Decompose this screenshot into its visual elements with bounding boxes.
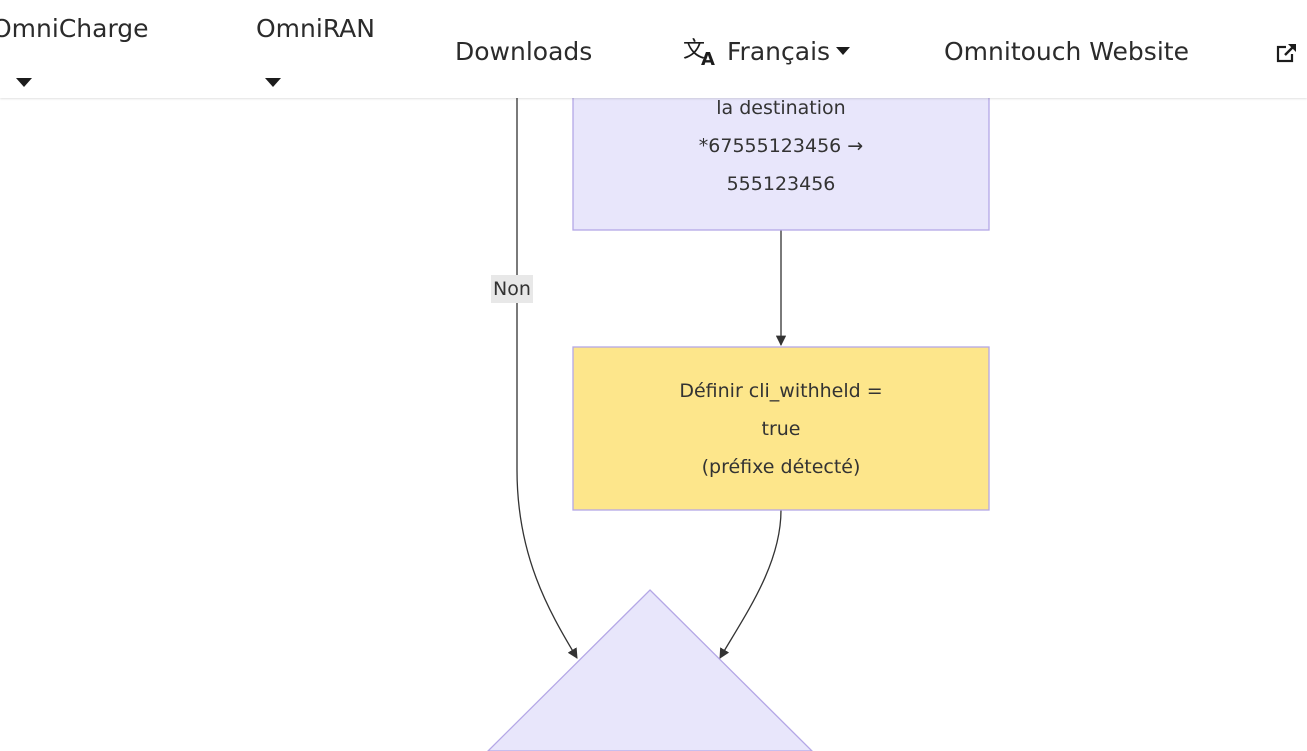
omnitouch-website-link[interactable]: Omnitouch Website	[938, 30, 1307, 80]
edge-no-branch	[516, 98, 578, 659]
edge-label-no: Non	[491, 275, 533, 303]
language-dropdown[interactable]: 文 A Français	[676, 30, 906, 80]
nav-item-omniran-label: OmniRAN	[256, 14, 375, 43]
nav-item-omnicharge[interactable]: OmniCharge	[0, 0, 225, 98]
language-dropdown-label: Français	[727, 37, 851, 67]
top-navbar: OmniCharge OmniRAN Downloads 文 A Françai…	[0, 0, 1307, 98]
nav-item-downloads[interactable]: Downloads	[450, 30, 640, 80]
translate-icon: 文 A	[682, 34, 722, 70]
chevron-down-icon	[16, 78, 32, 87]
external-link-icon	[1276, 42, 1298, 64]
nav-item-omnicharge-label: OmniCharge	[0, 14, 149, 43]
omnitouch-website-link-label: Omnitouch Website	[944, 37, 1189, 66]
edge-set-to-decision	[719, 509, 782, 659]
nav-item-downloads-label: Downloads	[455, 37, 593, 66]
set-cli-withheld-node	[572, 346, 990, 511]
decision-node	[487, 589, 813, 751]
nav-item-omniran[interactable]: OmniRAN	[250, 0, 420, 98]
chevron-down-icon	[265, 78, 281, 87]
svg-text:文: 文	[683, 38, 705, 63]
svg-text:A: A	[701, 49, 715, 68]
set-cli-withheld-node-text: Définir cli_withheld = true (préfixe dét…	[679, 380, 883, 478]
chevron-down-icon	[836, 47, 851, 55]
strip-destination-node-text: la destination *67555123456 → 555123456	[698, 97, 864, 195]
